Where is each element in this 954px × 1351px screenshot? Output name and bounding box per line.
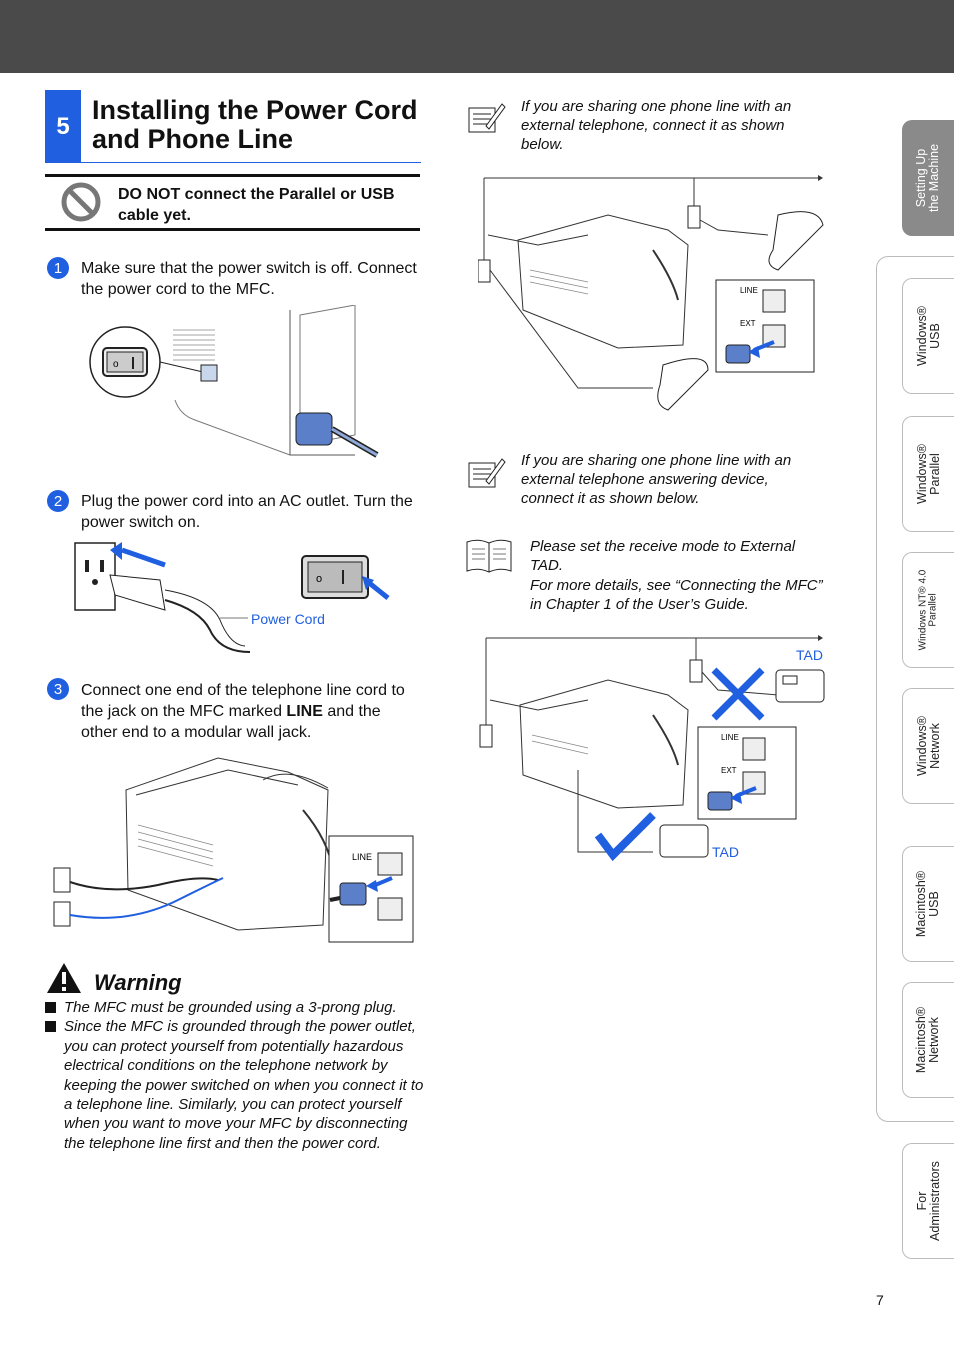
tab-macintosh-usb-label: Macintosh®USB [914,870,942,938]
note-external-phone: If you are sharing one phone line with a… [521,98,792,153]
caution-text: DO NOT connect the Parallel or USB cable… [118,186,395,224]
step-3-text-before: Connect one end of the telephone line co… [81,682,405,720]
step-3-text: Connect one end of the telephone line co… [81,680,421,743]
step-1-bullet: 1 [47,257,69,279]
ext-port-label: EXT [740,319,756,328]
step-3-text-bold: LINE [286,703,323,720]
step-2-bullet: 2 [47,490,69,512]
mfc-line-connection-illustration: LINE [53,757,414,943]
warning-icon [47,963,81,993]
no-entry-icon [61,182,101,222]
warning-title: Warning [94,970,182,995]
power-cord-label: Power Cord [251,611,325,627]
external-telephone-diagram: LINE EXT [478,175,824,411]
warning-list: The MFC must be grounded using a 3-prong… [45,998,425,1153]
tad-label-top: TAD [796,647,823,663]
tab-macintosh-network-label: Macintosh®Network [914,1006,942,1074]
header-bar [0,0,954,73]
note-answering-device: If you are sharing one phone line with a… [521,452,792,507]
tad-connection-diagram: LINE EXT [479,635,825,862]
warning-item: The MFC must be grounded using a 3-prong… [45,998,425,1017]
note-pencil-icon [468,458,506,488]
step-3-bullet: 3 [47,678,69,700]
tab-macintosh-usb[interactable]: Macintosh®USB [902,846,954,962]
line-port-label-2: LINE [740,286,758,295]
title-rule [81,162,421,163]
tab-windows-parallel-label: Windows®Parallel [914,444,942,504]
side-tab-group [876,256,954,1122]
book-icon [466,539,512,573]
tad-label-bottom: TAD [712,844,739,860]
page-number: 7 [876,1292,884,1308]
step-3-text-after: and the other end to a modular wall jack… [81,703,381,741]
step-1-text: Make sure that the power switch is off. … [81,260,417,298]
warning-item: Since the MFC is grounded through the po… [45,1017,425,1153]
power-switch-illustration: o [89,305,379,458]
section-title: Installing the Power Cord and Phone Line [92,95,418,154]
line-port-label: LINE [352,852,372,862]
tab-windows-network-label: Windows®Network [914,716,942,776]
line-port-label-3: LINE [721,733,739,742]
caution-box [45,174,420,231]
note-receive-mode-2: For more details, see “Connecting the MF… [530,577,823,613]
tab-windows-usb-label: Windows®USB [914,306,942,366]
tab-windows-network[interactable]: Windows®Network [902,688,954,804]
note-receive-mode-1: Please set the receive mode to External … [530,538,796,574]
tab-macintosh-network[interactable]: Macintosh®Network [902,982,954,1098]
tab-windows-usb[interactable]: Windows®USB [902,278,954,394]
section-number: 5 [45,90,81,163]
note-pencil-icon [468,103,506,133]
ac-outlet-illustration: o [74,542,390,653]
step-2-text: Plug the power cord into an AC outlet. T… [81,493,413,531]
svg-text:o: o [316,573,322,585]
ext-port-label-2: EXT [721,766,737,775]
tab-windows-parallel[interactable]: Windows®Parallel [902,416,954,532]
svg-text:o: o [113,359,119,370]
